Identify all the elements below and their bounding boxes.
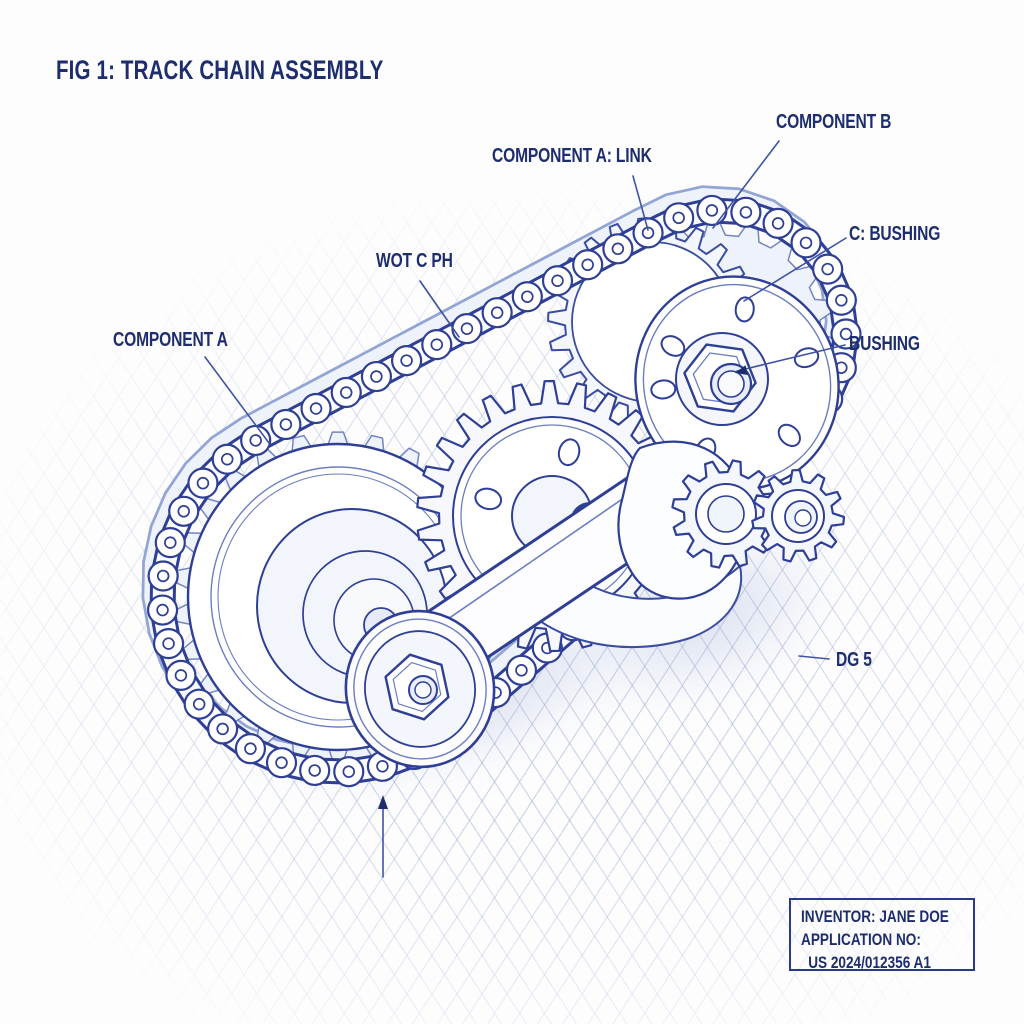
label-bushing: BUSHING xyxy=(849,333,920,355)
label-wot-c-ph: WOT C PH xyxy=(376,250,453,272)
label-component-a-link: COMPONENT A: LINK xyxy=(492,145,652,167)
leader-component-a xyxy=(204,356,270,444)
lower-roller xyxy=(344,609,496,769)
leader-bushing xyxy=(736,344,846,372)
inventor-line: INVENTOR: JANE DOE xyxy=(801,907,949,926)
application-label-line: APPLICATION NO: xyxy=(801,930,921,950)
leader-c-bushing xyxy=(743,237,847,302)
small-sprockets xyxy=(671,459,846,569)
label-c-bushing: C: BUSHING xyxy=(849,223,941,245)
up-arrowhead xyxy=(378,795,388,809)
leader-lines xyxy=(204,140,847,878)
title-block: INVENTOR: JANE DOE APPLICATION NO: US 20… xyxy=(789,898,975,973)
label-component-a: COMPONENT A xyxy=(113,329,228,351)
leader-dg-5 xyxy=(798,655,830,660)
application-value-line: US 2024/012356 A1 xyxy=(808,953,931,973)
bushing-arrowhead xyxy=(735,365,748,375)
leader-component-b xyxy=(712,140,780,229)
label-dg-5: DG 5 xyxy=(836,649,872,671)
leader-component-a-link xyxy=(632,175,649,231)
hub-nut xyxy=(683,343,757,413)
leader-wot-c-ph xyxy=(419,280,460,338)
label-component-b: COMPONENT B xyxy=(776,111,892,133)
figure-title: FIG 1: TRACK CHAIN ASSEMBLY xyxy=(56,55,384,85)
